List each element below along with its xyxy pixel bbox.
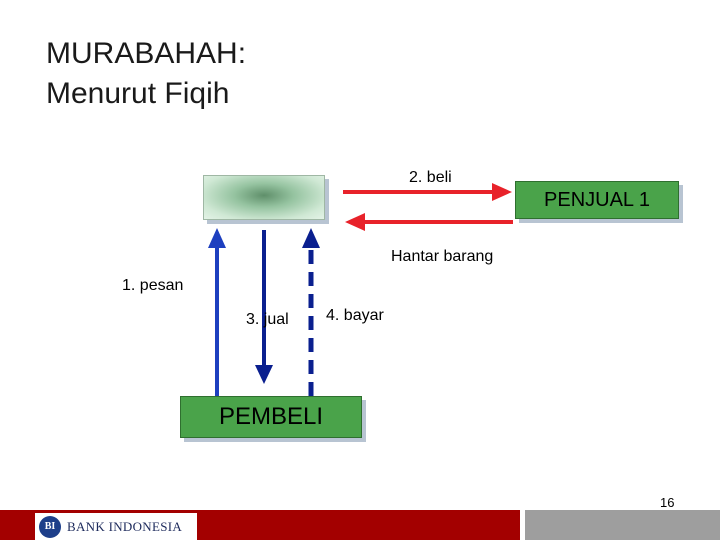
buyer-label: PEMBELI [218,403,324,430]
buy-arrow [343,183,512,201]
bank-logo: BI BANK INDONESIA [35,513,197,540]
pay-arrow [302,228,320,396]
step-order-label: 1. pesan [122,277,184,294]
bank-logo-text: BANK INDONESIA [67,518,183,534]
step-pay-label: 4. bayar [326,307,384,324]
buyer-node: PEMBELI [180,396,362,438]
order-arrow [208,228,226,396]
step-buy-label: 2. beli [409,169,452,186]
deliver-arrow [345,213,513,231]
sell-arrow [255,230,273,384]
title-line-2: Menurut Fiqih [46,77,230,110]
seller-node: PENJUAL 1 [515,181,679,219]
step-deliver-label: Hantar barang [391,248,494,265]
step-sell-label: 3. jual [246,311,289,328]
page-number: 16 [660,495,675,510]
bank-emblem-icon: BI [39,515,61,538]
footer-gray-block [525,510,720,540]
seller-label: PENJUAL 1 [544,188,650,211]
slide-title: MURABAHAH: Menurut Fiqih [46,34,246,114]
title-line-1: MURABAHAH: [46,37,247,70]
bank-node [203,175,325,220]
